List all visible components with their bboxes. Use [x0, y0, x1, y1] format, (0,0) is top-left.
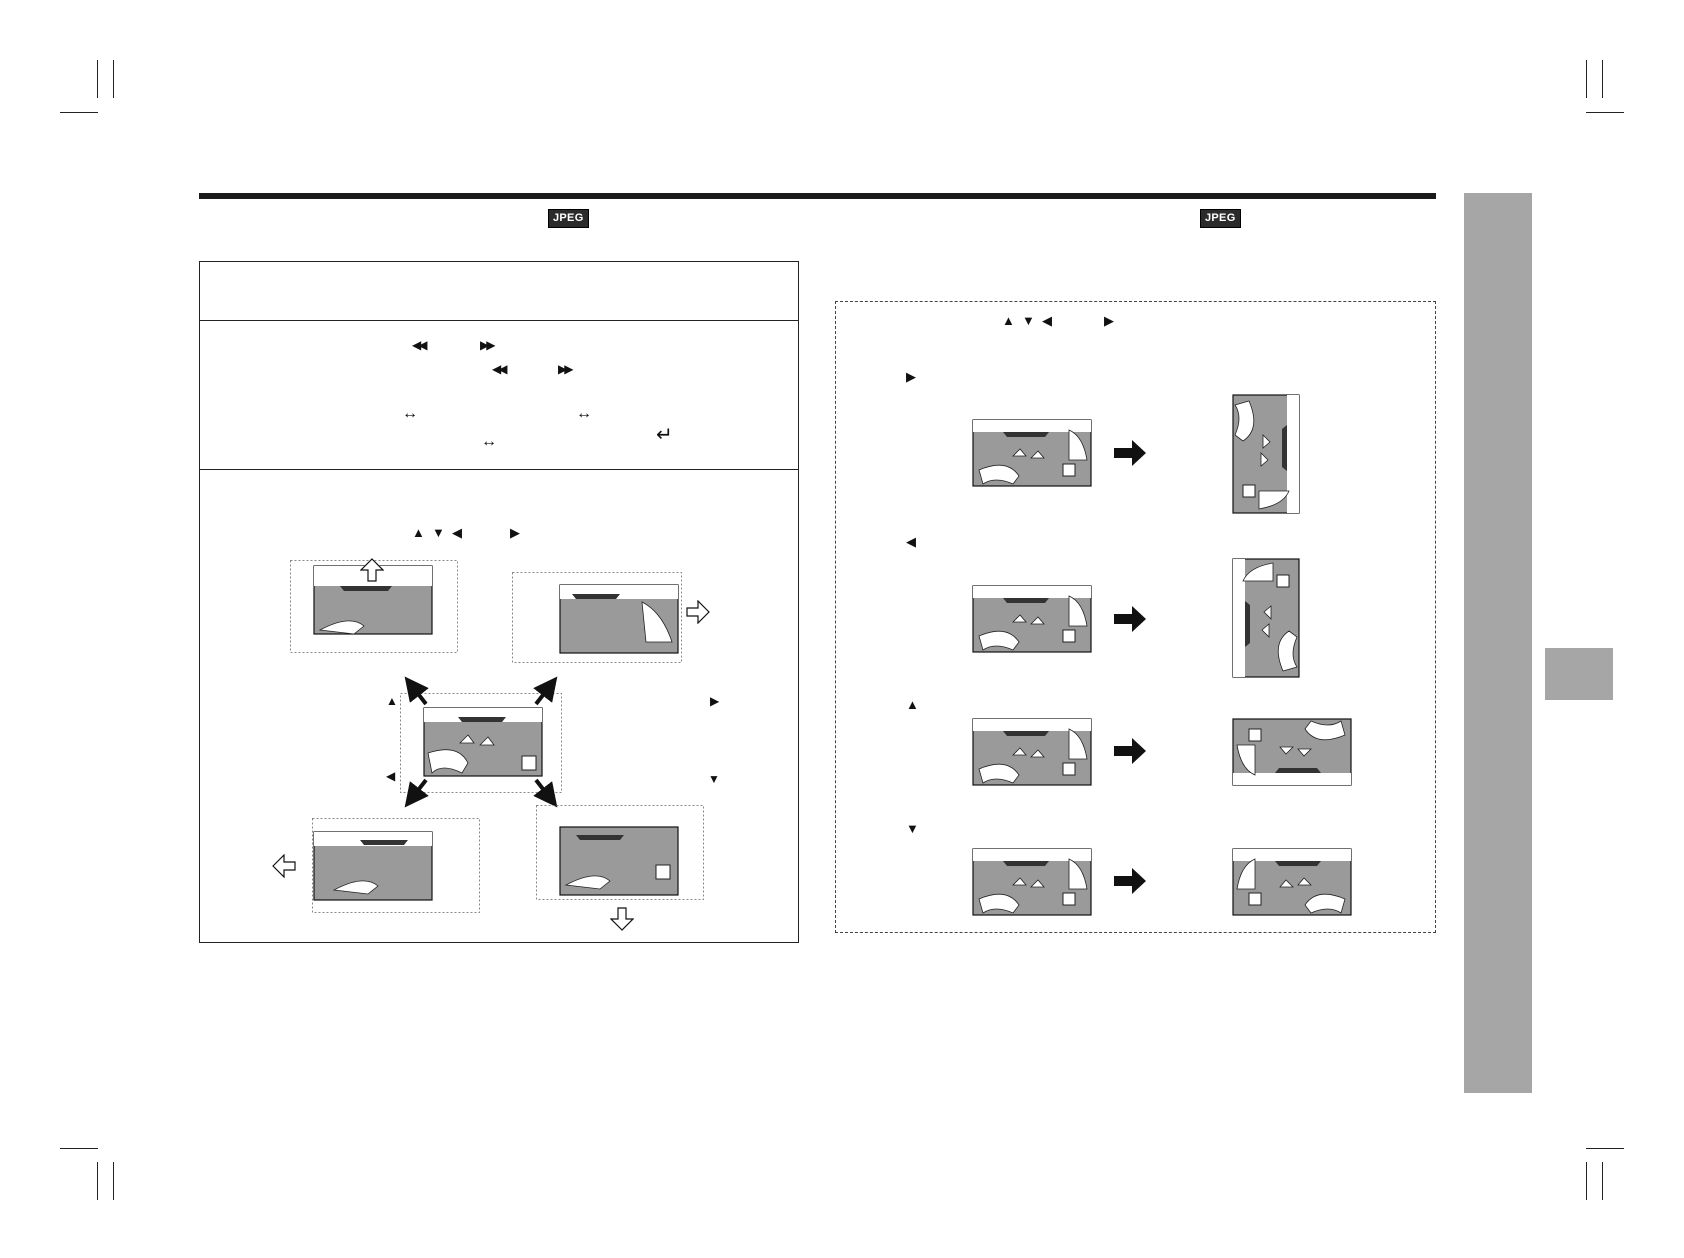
fast-forward-icon: ▶▶	[558, 362, 574, 376]
rewind-icon: ◀◀	[492, 362, 508, 376]
pan-down-label: ▼	[708, 772, 720, 786]
fast-forward-icon: ▶▶	[480, 338, 496, 352]
zoom-panel: ◀◀ ▶▶ ◀◀ ▶▶ ↔ ↔ ↔ ↵ ▲ ▼ ◀ ▶ ▲ ◀ ▶ ▼	[199, 261, 799, 943]
down-key-icon: ▼	[1022, 313, 1035, 328]
jpeg-badge-right: JPEG	[1200, 209, 1241, 228]
side-tab	[1464, 193, 1532, 1093]
left-hollow-arrow-icon	[272, 854, 296, 878]
side-tab-index	[1545, 648, 1613, 700]
swap-arrow-icon: ↔	[576, 405, 592, 422]
pan-up-label: ▲	[386, 694, 398, 708]
pan-right-label: ▶	[710, 694, 720, 708]
left-key-icon: ◀	[1042, 313, 1052, 328]
right-hollow-arrow-icon	[686, 600, 710, 624]
rotate-panel: ▲ ▼ ◀ ▶ ▶ ◀ ▲ ▼	[835, 301, 1436, 933]
rotate-step-key: ◀	[906, 534, 916, 549]
return-arrow-icon: ↵	[656, 424, 673, 446]
pan-left-picture	[312, 818, 480, 913]
down-hollow-arrow-icon	[610, 907, 634, 931]
up-key-icon: ▲	[1002, 313, 1015, 328]
pan-down-picture	[536, 805, 704, 900]
up-key-icon: ▲	[412, 525, 425, 540]
right-key-icon: ▶	[1104, 313, 1114, 328]
pan-left-label: ◀	[386, 769, 396, 783]
section-rule	[199, 193, 1436, 199]
right-key-icon: ▶	[510, 525, 520, 540]
swap-arrow-icon: ↔	[402, 405, 418, 422]
rotate-step-key: ▶	[906, 369, 916, 384]
rotate-diagrams	[972, 394, 1352, 916]
rewind-icon: ◀◀	[412, 338, 428, 352]
rotate-step-key: ▼	[906, 821, 919, 836]
down-key-icon: ▼	[432, 525, 445, 540]
pan-arrows	[404, 676, 558, 808]
up-hollow-arrow-icon	[360, 558, 384, 582]
pan-right-picture	[512, 572, 682, 663]
panel-divider	[200, 469, 798, 470]
swap-arrow-icon: ↔	[481, 433, 497, 450]
panel-divider	[200, 320, 798, 321]
zoom-center-picture	[400, 693, 562, 793]
jpeg-badge-left: JPEG	[548, 209, 589, 228]
rotate-step-key: ▲	[906, 697, 919, 712]
left-key-icon: ◀	[452, 525, 462, 540]
